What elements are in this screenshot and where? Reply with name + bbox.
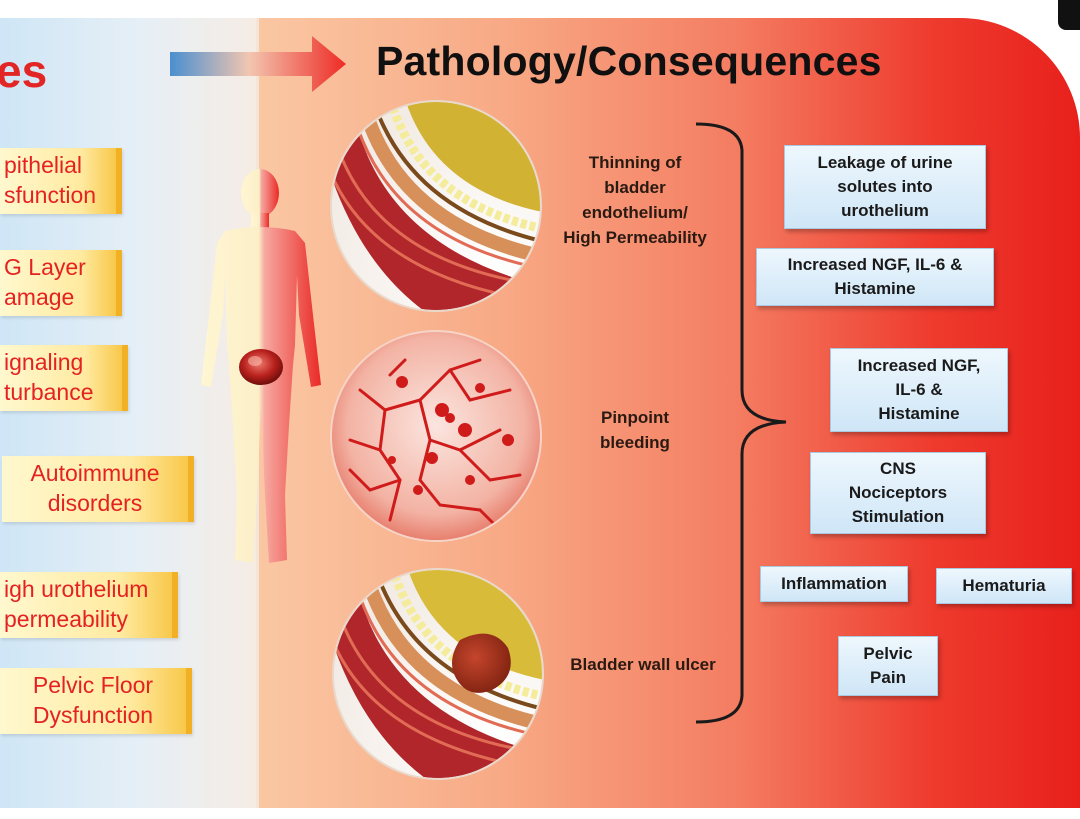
cause-line: pithelial xyxy=(4,152,82,178)
outcome-line: solutes into xyxy=(837,177,933,196)
outcome-line: Nociceptors xyxy=(848,483,948,502)
outcome-line: Increased NGF, IL-6 & xyxy=(787,255,963,274)
outcome-line: Histamine xyxy=(878,404,960,423)
outcome-line: Hematuria xyxy=(962,576,1046,595)
corner-mark xyxy=(1058,0,1080,30)
cause-line: Autoimmune xyxy=(30,460,160,486)
outcome-line: Pain xyxy=(870,668,906,687)
cause-line: sfunction xyxy=(4,182,97,208)
cause-line: turbance xyxy=(4,379,94,405)
outcome-hematuria: Hematuria xyxy=(936,568,1072,604)
outcome-line: Stimulation xyxy=(851,507,945,526)
label-line: bladder xyxy=(604,178,666,197)
bladder-wall-ulcer-illustration xyxy=(332,568,544,780)
label-line: Thinning of xyxy=(588,153,682,172)
pinpoint-bleeding-illustration xyxy=(330,330,542,542)
bladder-icon xyxy=(239,349,283,385)
label-line: Pinpoint xyxy=(601,408,669,427)
outcome-inflammation: Inflammation xyxy=(760,566,908,602)
cause-signaling-disturbance: ignaling turbance xyxy=(0,345,128,411)
outcome-line: Increased NGF, xyxy=(857,356,981,375)
outcome-pelvic-pain: Pelvic Pain xyxy=(838,636,938,696)
cause-line: Pelvic Floor xyxy=(32,672,154,698)
outcome-line: Pelvic xyxy=(863,644,913,663)
label-thinning-endothelium: Thinning of bladder endothelium/ High Pe… xyxy=(542,150,728,250)
cause-line: amage xyxy=(4,284,75,310)
flow-arrow-icon xyxy=(170,36,346,92)
cause-line: igh urothelium xyxy=(4,576,149,602)
cause-high-urothelium-permeability: igh urothelium permeability xyxy=(0,572,178,638)
outcome-cns-nociceptors: CNS Nociceptors Stimulation xyxy=(810,452,986,534)
outcome-line: Leakage of urine xyxy=(817,153,953,172)
cause-line: ignaling xyxy=(4,349,84,375)
curly-brace xyxy=(695,122,787,724)
outcome-line: Histamine xyxy=(834,279,916,298)
label-bladder-wall-ulcer: Bladder wall ulcer xyxy=(548,652,738,677)
thinning-endothelium-illustration xyxy=(330,100,542,312)
outcome-line: CNS xyxy=(880,459,916,478)
cause-autoimmune-disorders: Autoimmune disorders xyxy=(2,456,194,522)
cause-line: disorders xyxy=(47,490,143,516)
label-pinpoint-bleeding: Pinpoint bleeding xyxy=(560,405,710,455)
outcome-line: urothelium xyxy=(841,201,929,220)
outcome-increased-ngf-2: Increased NGF, IL-6 & Histamine xyxy=(830,348,1008,432)
outcome-line: Inflammation xyxy=(781,574,887,593)
cause-epithelial-dysfunction: pithelial sfunction xyxy=(0,148,122,214)
cause-line: G Layer xyxy=(4,254,86,280)
cause-gag-layer-damage: G Layer amage xyxy=(0,250,122,316)
cause-pelvic-floor-dysfunction: Pelvic Floor Dysfunction xyxy=(0,668,192,734)
label-line: Bladder wall ulcer xyxy=(570,655,716,674)
causes-title: es xyxy=(0,45,48,97)
label-line: endothelium/ xyxy=(582,203,688,222)
human-body-figure xyxy=(201,169,321,563)
outcome-line: IL-6 & xyxy=(895,380,943,399)
cause-line: permeability xyxy=(4,606,128,632)
outcome-increased-ngf-1: Increased NGF, IL-6 & Histamine xyxy=(756,248,994,306)
pathology-title: Pathology/Consequences xyxy=(376,38,882,84)
label-line: bleeding xyxy=(600,433,670,452)
label-line: High Permeability xyxy=(563,228,707,247)
outcome-leakage-urine-solutes: Leakage of urine solutes into urothelium xyxy=(784,145,986,229)
cause-line: Dysfunction xyxy=(32,702,154,728)
